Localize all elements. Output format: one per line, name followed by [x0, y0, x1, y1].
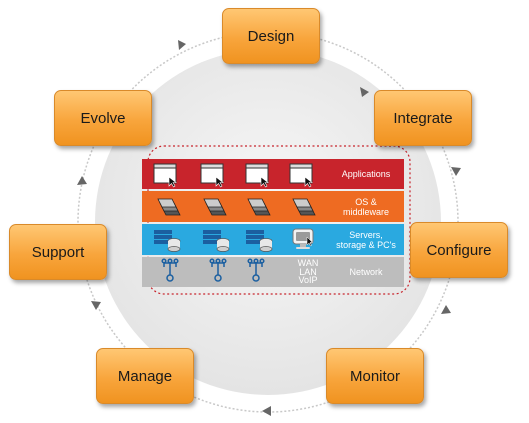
label-applications: Applications [328, 159, 404, 189]
stage-integrate: Integrate [374, 90, 472, 146]
arrow-head [451, 167, 461, 176]
label-os-line2: middleware [342, 206, 390, 217]
layer-os-middleware: OS &middleware [142, 191, 404, 222]
wan-lan-voip-labels: WAN LAN VoIP [292, 259, 324, 285]
server-storage-icons [154, 228, 314, 252]
label-servers-text: Servers,storage & PC's [336, 230, 396, 250]
label-wan: WAN [297, 258, 319, 268]
stage-design: Design [222, 8, 320, 64]
arrow-head [262, 406, 271, 416]
network-icons [161, 258, 265, 282]
label-applications-text: Applications [341, 169, 391, 179]
network-node-icon [209, 258, 227, 282]
arrow-head [360, 87, 369, 97]
cycle-disc [95, 49, 441, 395]
arrow-head [441, 305, 451, 314]
label-os-text: OS &middleware [343, 197, 389, 217]
stage-support: Support [9, 224, 107, 280]
app-window-icon [153, 163, 177, 188]
stack-icon [157, 198, 181, 216]
pc-monitor-icon [292, 228, 314, 249]
app-window-icon [289, 163, 313, 188]
stage-monitor: Monitor [326, 348, 424, 404]
stage-configure-label: Configure [426, 241, 492, 259]
os-stack-icons [157, 198, 316, 216]
network-node-icon [247, 258, 265, 282]
stage-monitor-label: Monitor [349, 367, 401, 385]
layer-applications: Applications [142, 159, 404, 189]
stage-integrate-label: Integrate [393, 109, 453, 127]
stage-evolve: Evolve [54, 90, 152, 146]
stage-support-label: Support [31, 243, 85, 261]
server-storage-icon [203, 230, 230, 252]
application-icons [153, 163, 313, 188]
app-window-icon [200, 163, 224, 188]
stack-icon [247, 198, 271, 216]
label-network-text: Network [349, 267, 383, 277]
arrow-head [77, 176, 87, 185]
server-storage-icon [246, 230, 273, 252]
stage-evolve-label: Evolve [80, 109, 126, 127]
label-os-middleware: OS &middleware [328, 191, 404, 222]
layer-network: WAN LAN VoIP Network [142, 257, 404, 287]
label-servers-line1: Servers, [349, 229, 383, 240]
network-node-icon [161, 258, 179, 282]
arrow-head [91, 301, 101, 310]
app-window-icon [245, 163, 269, 188]
stage-manage: Manage [96, 348, 194, 404]
label-servers-line2: storage & PC's [336, 239, 396, 250]
label-network: Network [328, 257, 404, 287]
label-voip: VoIP [298, 275, 318, 285]
label-servers-storage: Servers,storage & PC's [328, 224, 404, 255]
layer-servers-storage: Servers,storage & PC's [142, 224, 404, 255]
arrow-head [178, 40, 186, 50]
label-os-line1: OS & [355, 196, 377, 207]
server-storage-icon [154, 230, 181, 252]
stage-manage-label: Manage [117, 367, 173, 385]
stage-design-label: Design [247, 27, 295, 45]
stage-configure: Configure [410, 222, 508, 278]
label-lan: LAN [299, 266, 317, 277]
cycle-arrows [77, 40, 461, 416]
stack-icon [292, 198, 316, 216]
stack-icon [203, 198, 227, 216]
